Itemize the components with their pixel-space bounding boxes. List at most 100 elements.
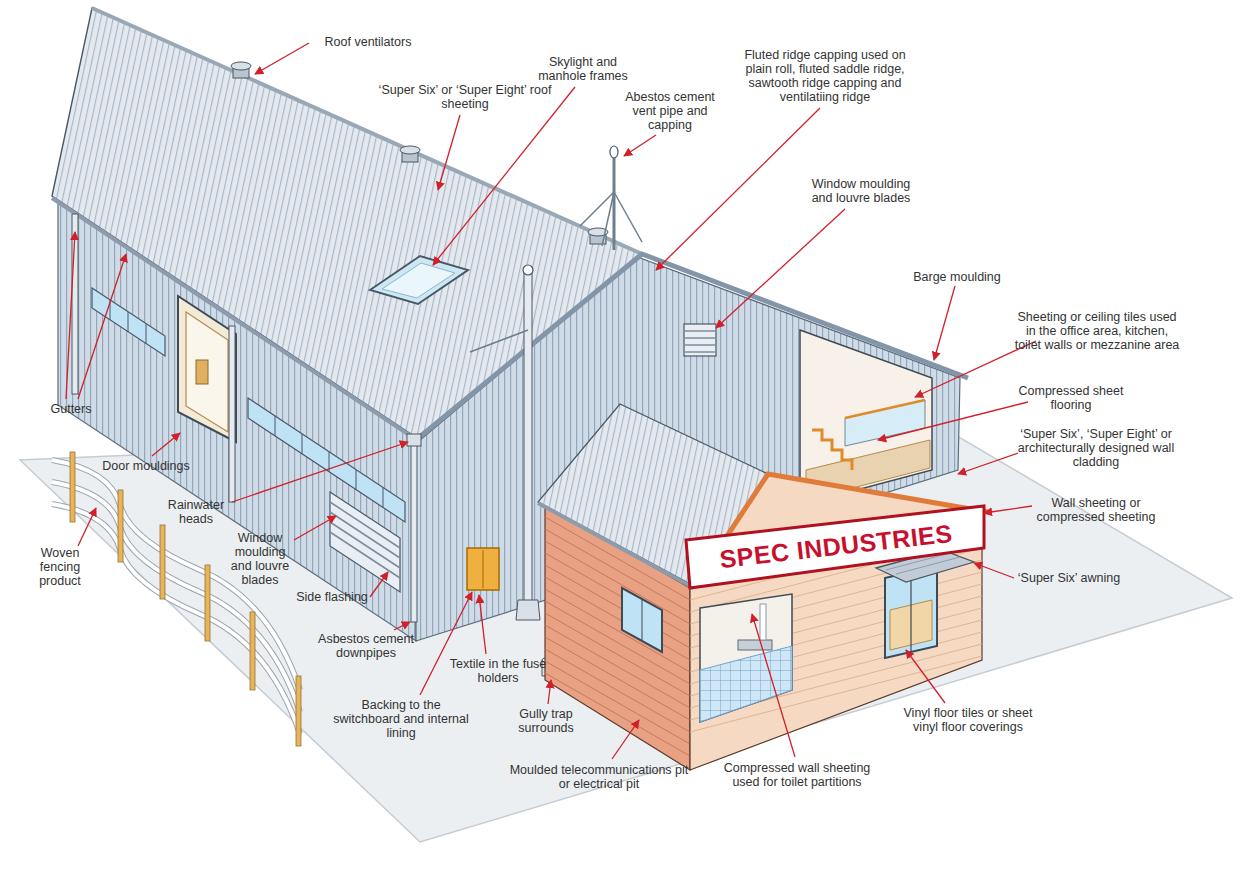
callout-label: Gutters (41, 402, 101, 416)
flue-pipe (524, 270, 532, 610)
woven-fence (52, 504, 300, 734)
woven-fence (52, 504, 300, 734)
leader-line (433, 87, 575, 265)
woven-fence (52, 452, 301, 746)
door-opening (196, 360, 208, 384)
office-window (910, 573, 911, 652)
vent-pipe (610, 146, 618, 158)
office-cutaway (700, 646, 792, 722)
mezzanine-cutaway (845, 400, 925, 446)
downpipe (407, 434, 421, 446)
shed-left-wall (275, 416, 383, 508)
roof-ventilator (400, 146, 420, 154)
woven-fence (205, 565, 210, 641)
callout-label: Wall sheeting or compressed sheeting (1016, 496, 1176, 524)
woven-fence (70, 452, 75, 522)
office-building (622, 588, 662, 652)
office-building (642, 599, 643, 641)
woven-fence (118, 490, 123, 562)
leader-line (420, 592, 472, 695)
leader-line (255, 43, 309, 74)
vent-pipe (580, 146, 642, 250)
callout-label: Compressed sheet flooring (1011, 384, 1131, 412)
callout-label: Sheeting or ceiling tiles used in the of… (1012, 310, 1182, 352)
gable-louvre (684, 331, 716, 352)
skylight (370, 256, 468, 304)
gable-louvre (684, 324, 716, 356)
flue-pipe (470, 330, 528, 352)
switchboard (467, 548, 499, 590)
callout-label: Gully trap surrounds (506, 707, 586, 735)
roof-sheeting (52, 8, 968, 442)
louvre-window (330, 492, 400, 592)
roof-ventilator (231, 62, 251, 70)
vent-pipe (580, 192, 642, 246)
leader-line (612, 720, 639, 759)
roof-ventilator (231, 62, 608, 244)
leader-line (66, 43, 1036, 759)
leader-line (716, 209, 845, 328)
callout-label: ‘Super Six’ awning (1009, 571, 1129, 585)
flue-pipe (523, 265, 533, 275)
sign-board (686, 506, 984, 588)
louvre-window (330, 492, 400, 592)
office-cutaway (738, 640, 772, 650)
leader-line (394, 622, 410, 630)
leader-line (66, 232, 75, 399)
callout-label: ‘Super Six’, ‘Super Eight’ or architectu… (1009, 427, 1184, 469)
leader-line (370, 572, 388, 597)
callout-label: Fluted ridge capping used on plain roll,… (730, 48, 920, 104)
callout-label: Door mouldings (91, 459, 201, 473)
gable-louvre (684, 324, 716, 356)
roof-sheeting (416, 254, 968, 440)
leader-line (984, 506, 1032, 513)
vent-pipe (613, 152, 616, 250)
leader-line (878, 402, 1028, 440)
roof-sheeting (52, 198, 420, 442)
leader-line (232, 442, 408, 502)
skylight (370, 256, 468, 304)
office-cutaway (760, 604, 766, 640)
switchboard (467, 548, 499, 590)
roof-sheeting (92, 8, 642, 254)
switchboard (483, 550, 484, 588)
woven-fence (296, 676, 301, 746)
callout-label: ‘Super Six’ or ‘Super Eight’ roof sheeti… (378, 83, 553, 111)
callout-label: Moulded telecommunications pit or electr… (504, 763, 694, 791)
skylight (382, 263, 455, 298)
roof-sheeting (52, 8, 642, 440)
downpipe (411, 444, 417, 622)
leader-line (78, 254, 126, 399)
downpipe (229, 326, 235, 502)
leader-line (294, 516, 336, 540)
callout-label: Barge moulding (897, 270, 1017, 284)
door-opening (178, 296, 236, 442)
callout-label: Asbestos cement downpipes (311, 632, 421, 660)
office-building (538, 503, 694, 588)
leader-line (752, 614, 795, 757)
leader-line (548, 680, 551, 704)
leader-line (656, 108, 820, 270)
callout-label: Window moulding and louvre blades (801, 177, 921, 205)
shed-left-wall (110, 300, 146, 344)
callout-label: Skylight and manhole frames (533, 55, 633, 83)
callout-label: Textile in the fuse holders (443, 657, 553, 685)
leader-line (78, 508, 96, 546)
callout-label: Rainwater heads (156, 498, 236, 526)
leader-line (479, 595, 486, 654)
callout-label: Window moulding and louvre blades (225, 531, 295, 587)
leader-line (152, 433, 180, 456)
flue-pipe (516, 600, 540, 620)
woven-fence (160, 525, 165, 599)
leader-line (438, 115, 460, 190)
leader-line (934, 286, 955, 360)
mezzanine-cutaway (845, 400, 925, 418)
door-opening (186, 312, 228, 432)
louvre-window (330, 502, 400, 578)
callout-label: Abestos cement vent pipe and capping (620, 90, 720, 132)
callout-label: Vinyl floor tiles or sheet vinyl floor c… (903, 706, 1033, 734)
callout-label: Woven fencing product (20, 546, 100, 588)
door-opening (178, 296, 236, 442)
callout-label: Backing to the switchboard and internal … (331, 698, 471, 740)
sign-board (686, 506, 984, 588)
